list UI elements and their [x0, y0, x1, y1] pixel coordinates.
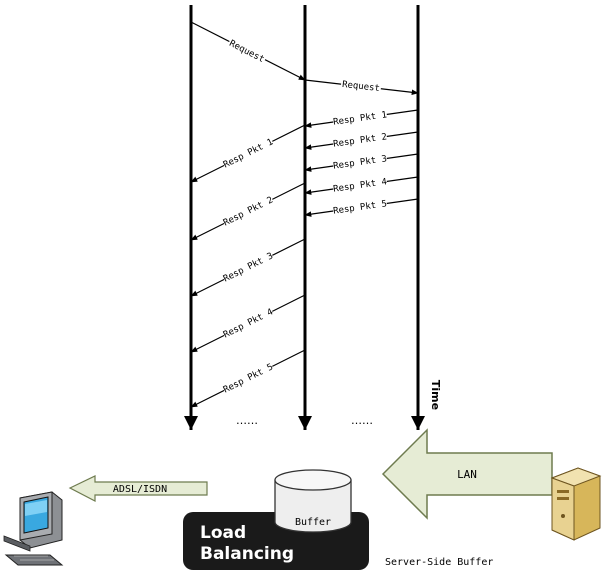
balancing-label: Balancing [200, 544, 294, 564]
time-label: Time [429, 380, 442, 410]
client-resp-label-5: Resp Pkt 5 [222, 362, 275, 395]
adsl-arrow [68, 475, 208, 502]
request-label-2: Request [341, 80, 380, 94]
computer-icon [3, 491, 64, 566]
client-resp-label-4: Resp Pkt 4 [222, 307, 275, 340]
buffer-label: Buffer [295, 517, 331, 528]
ellipsis-right: …… [351, 414, 373, 427]
lan-arrow [381, 428, 553, 520]
load-label: Load [200, 523, 246, 543]
client-resp-label-1: Resp Pkt 1 [222, 137, 275, 170]
client-resp-label-2: Resp Pkt 2 [222, 195, 275, 228]
ellipsis-left: …… [236, 414, 258, 427]
adsl-label: ADSL/ISDN [113, 484, 167, 495]
client-resp-label-3: Resp Pkt 3 [222, 251, 275, 284]
lan-label: LAN [457, 468, 477, 481]
server-side-buffer-label: Server-Side Buffer [385, 557, 493, 568]
server-icon [550, 467, 602, 541]
buffer-cylinder-icon [274, 469, 352, 533]
